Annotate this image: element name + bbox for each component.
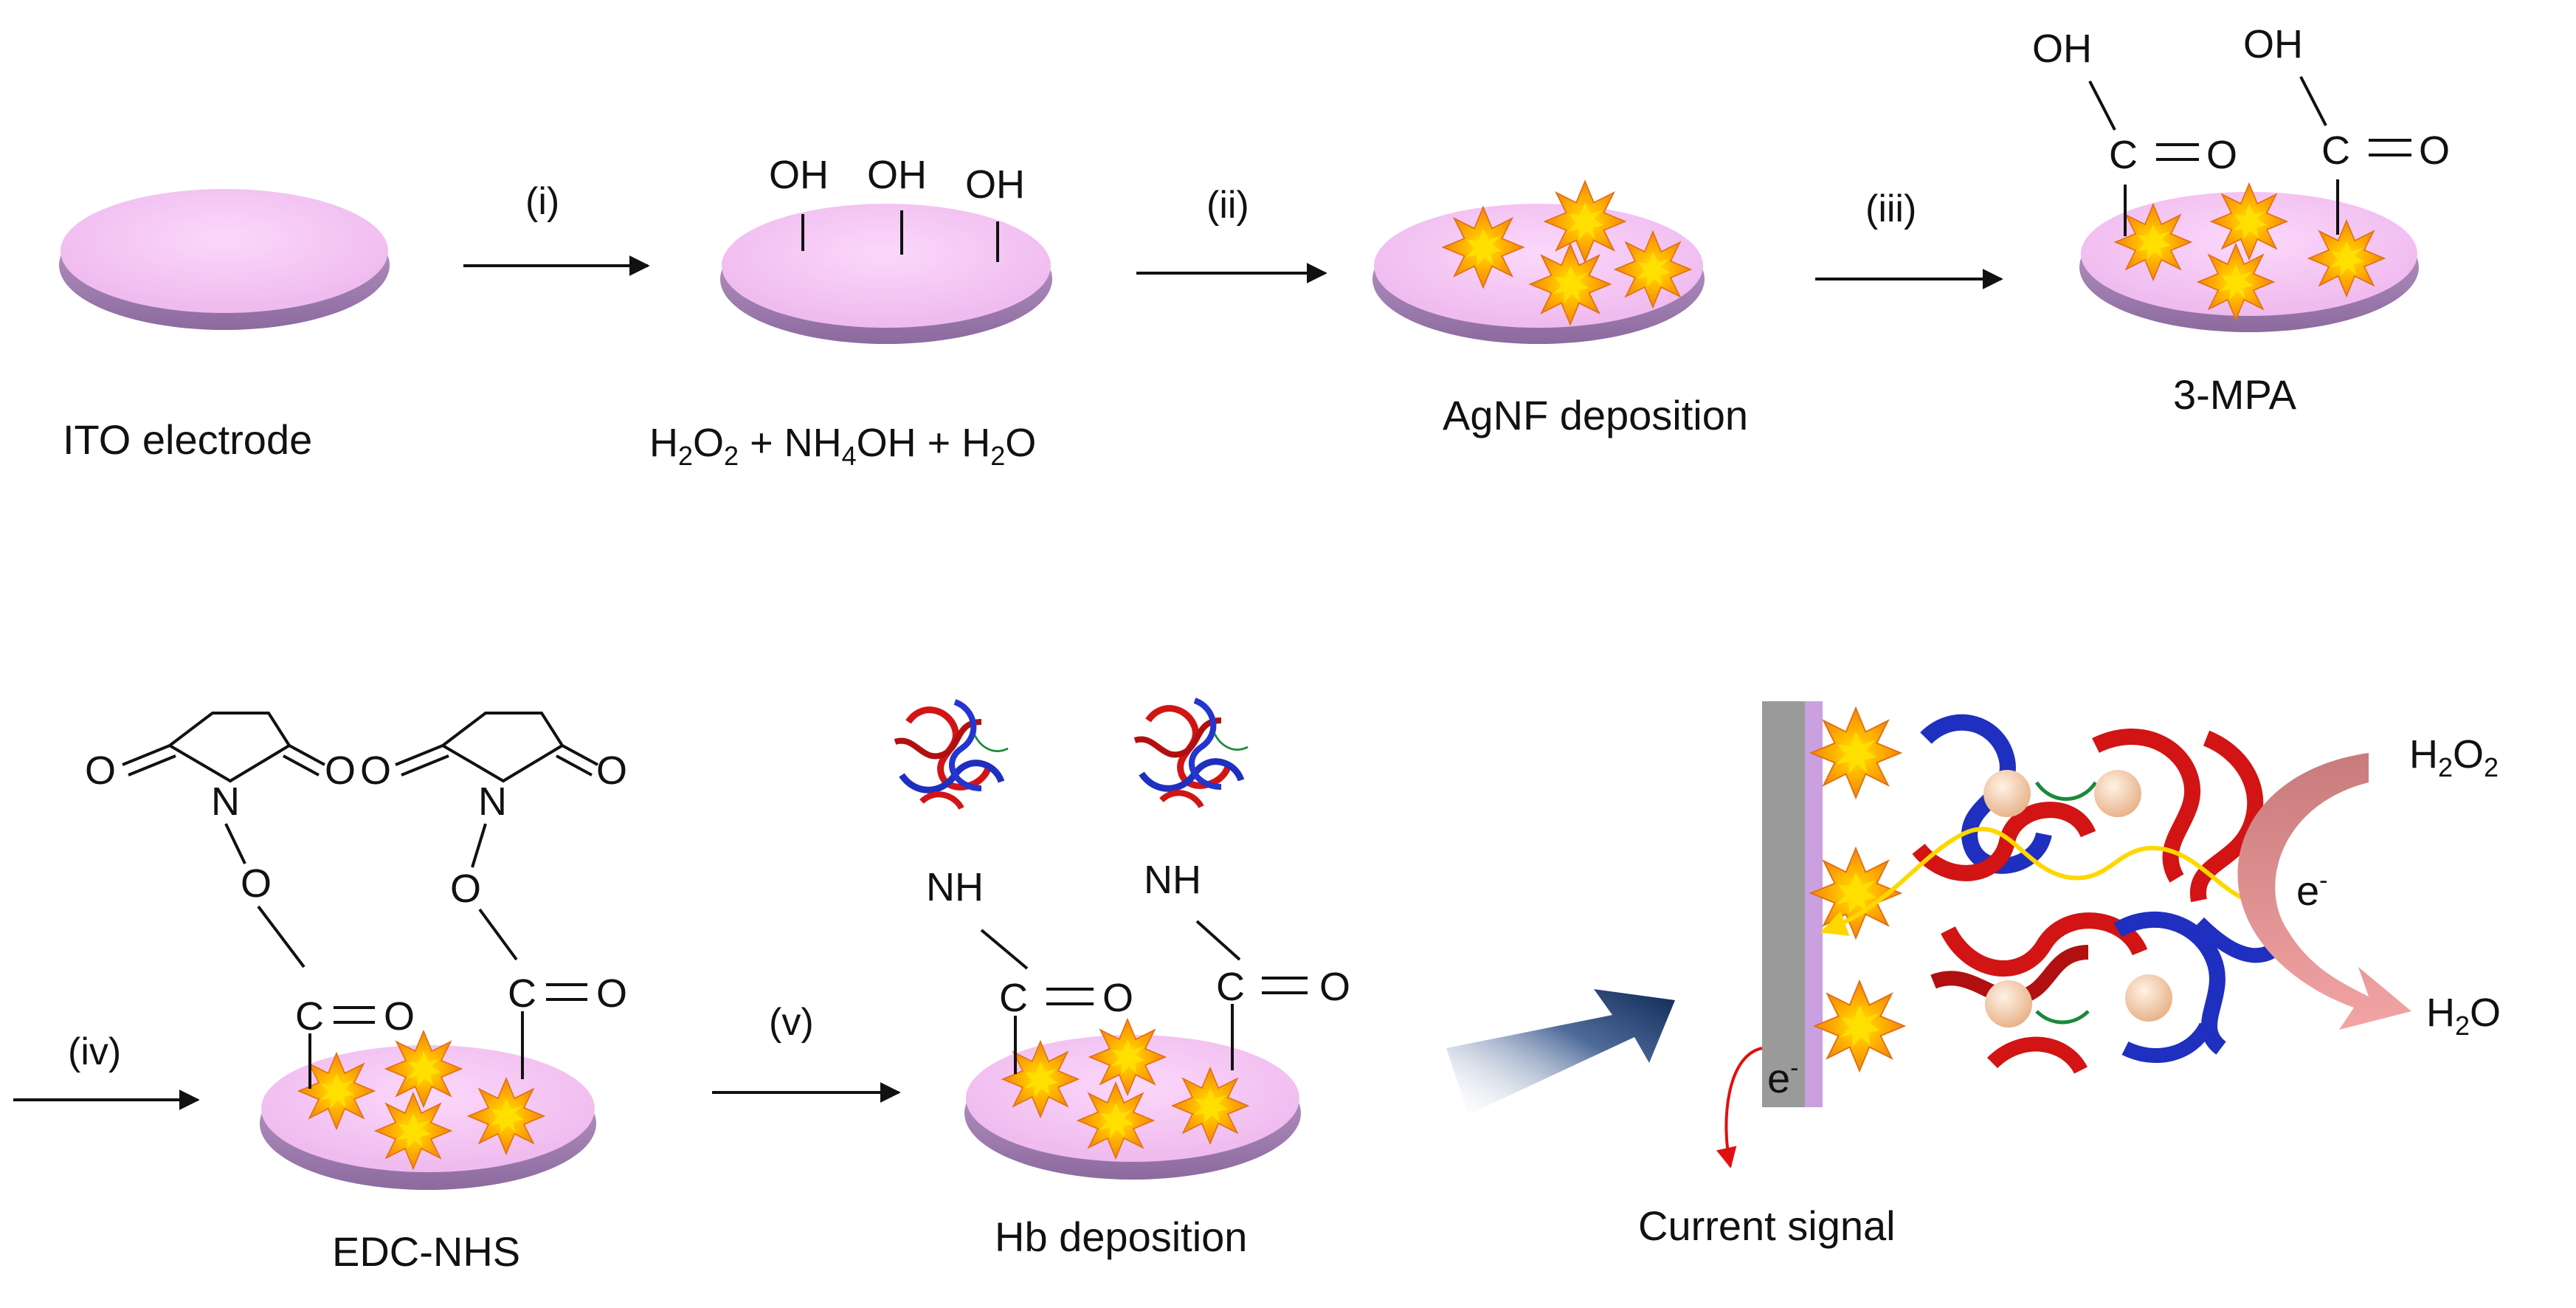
heme-group [1983, 770, 2031, 817]
carboxyl-oh-1: OH [2032, 27, 2092, 71]
nhs-o-1: O [85, 748, 116, 793]
current-signal-arrow [1716, 1047, 1763, 1168]
silver-nanoflower [1810, 707, 1902, 799]
carboxyl-c-2: C [2321, 128, 2350, 173]
hb-electrode [895, 701, 1308, 1180]
heme-group [2094, 770, 2141, 817]
step-label-i: (i) [525, 180, 559, 223]
silver-nanoflower [467, 1078, 545, 1154]
silver-nanoflower [1529, 243, 1612, 326]
ester-c-1: C [295, 994, 324, 1039]
nhs-o-2: O [325, 748, 356, 793]
silver-nanoflower [1544, 180, 1626, 263]
nhs-o-3: O [360, 748, 391, 793]
carboxyl-o-2: O [2419, 128, 2450, 173]
ito-layer [1762, 701, 1805, 1107]
silver-nanoflower [2197, 243, 2274, 321]
amide-c-2: C [1216, 965, 1245, 1009]
transition-arrow [1446, 989, 1675, 1115]
hemoglobin-molecule [895, 702, 1008, 808]
ester-o-2: O [450, 867, 481, 911]
silver-nanoflower [1442, 206, 1524, 289]
silver-nanoflower [2308, 219, 2385, 297]
step-label-v: (v) [769, 1001, 814, 1044]
silver-nanoflower [2211, 183, 2287, 261]
label-edc-nhs: EDC-NHS [332, 1228, 520, 1275]
amide-o-2: O [1319, 965, 1350, 1009]
label-piranha-solution: H2O2 + NH4OH + H2O [649, 421, 1036, 471]
hemoglobin-molecule [1135, 701, 1248, 807]
label-ito-electrode: ITO electrode [63, 416, 312, 463]
product-h2o: H2O [2426, 991, 2501, 1041]
silver-nanoflower [1814, 980, 1905, 1072]
ito-electrode [59, 189, 390, 330]
electron-label-electrode: e- [1767, 1054, 1798, 1101]
ester-co-1: O [384, 994, 415, 1039]
carboxyl-c-1: C [2109, 133, 2138, 177]
amide-nh-2: NH [1144, 858, 1201, 902]
electron-transfer-path [1820, 827, 2272, 937]
ester-c-2: C [508, 971, 536, 1016]
mpa-electrode [2079, 76, 2419, 332]
heme-group [2125, 974, 2172, 1022]
nhs-o-4: O [596, 748, 627, 793]
amide-nh-1: NH [926, 865, 984, 909]
amide-o-1: O [1102, 976, 1133, 1020]
step-label-iii: (iii) [1865, 187, 1916, 230]
reactant-h2o2: H2O2 [2409, 732, 2499, 782]
nhs-n-2: N [478, 779, 507, 824]
electron-label-reaction: e- [2296, 867, 2327, 914]
ester-o-1: O [241, 861, 272, 906]
silver-nanoflower [1089, 1019, 1166, 1095]
step-label-iv: (iv) [68, 1030, 121, 1073]
agnf-layer [1805, 701, 1823, 1107]
label-hb-deposition: Hb deposition [995, 1214, 1247, 1260]
step-label-ii: (ii) [1206, 184, 1249, 227]
ester-co-2: O [596, 971, 627, 1016]
edc-nhs-electrode [122, 712, 598, 1190]
carboxyl-oh-2: OH [2243, 22, 2303, 66]
heme-group [1985, 980, 2032, 1028]
hydroxylated-electrode [720, 204, 1052, 344]
label-3-mpa: 3-MPA [2173, 371, 2297, 418]
electron-label-hb: e- [1921, 877, 1952, 924]
silver-nanoflower [2115, 203, 2192, 281]
catalytic-reaction-arrow [2237, 753, 2411, 1030]
silver-nanoflower [1172, 1067, 1249, 1144]
carboxyl-o-1: O [2206, 133, 2237, 177]
hydroxyl-1: OH [769, 153, 829, 197]
silver-nanoflower [1615, 230, 1691, 309]
nhs-n-1: N [211, 779, 240, 824]
label-agnf-deposition: AgNF deposition [1443, 392, 1748, 438]
silver-nanoflower [384, 1030, 463, 1107]
label-current-signal: Current signal [1638, 1202, 1896, 1249]
hydroxyl-3: OH [965, 162, 1025, 207]
amide-c-1: C [999, 976, 1028, 1020]
silver-nanoflower [1077, 1082, 1154, 1159]
sensing-mechanism [1716, 701, 2411, 1168]
hydroxyl-2: OH [867, 153, 927, 197]
silver-nanoflower [374, 1092, 452, 1169]
hemoglobin-structure [1912, 714, 2286, 1075]
agnf-electrode [1372, 180, 1705, 344]
